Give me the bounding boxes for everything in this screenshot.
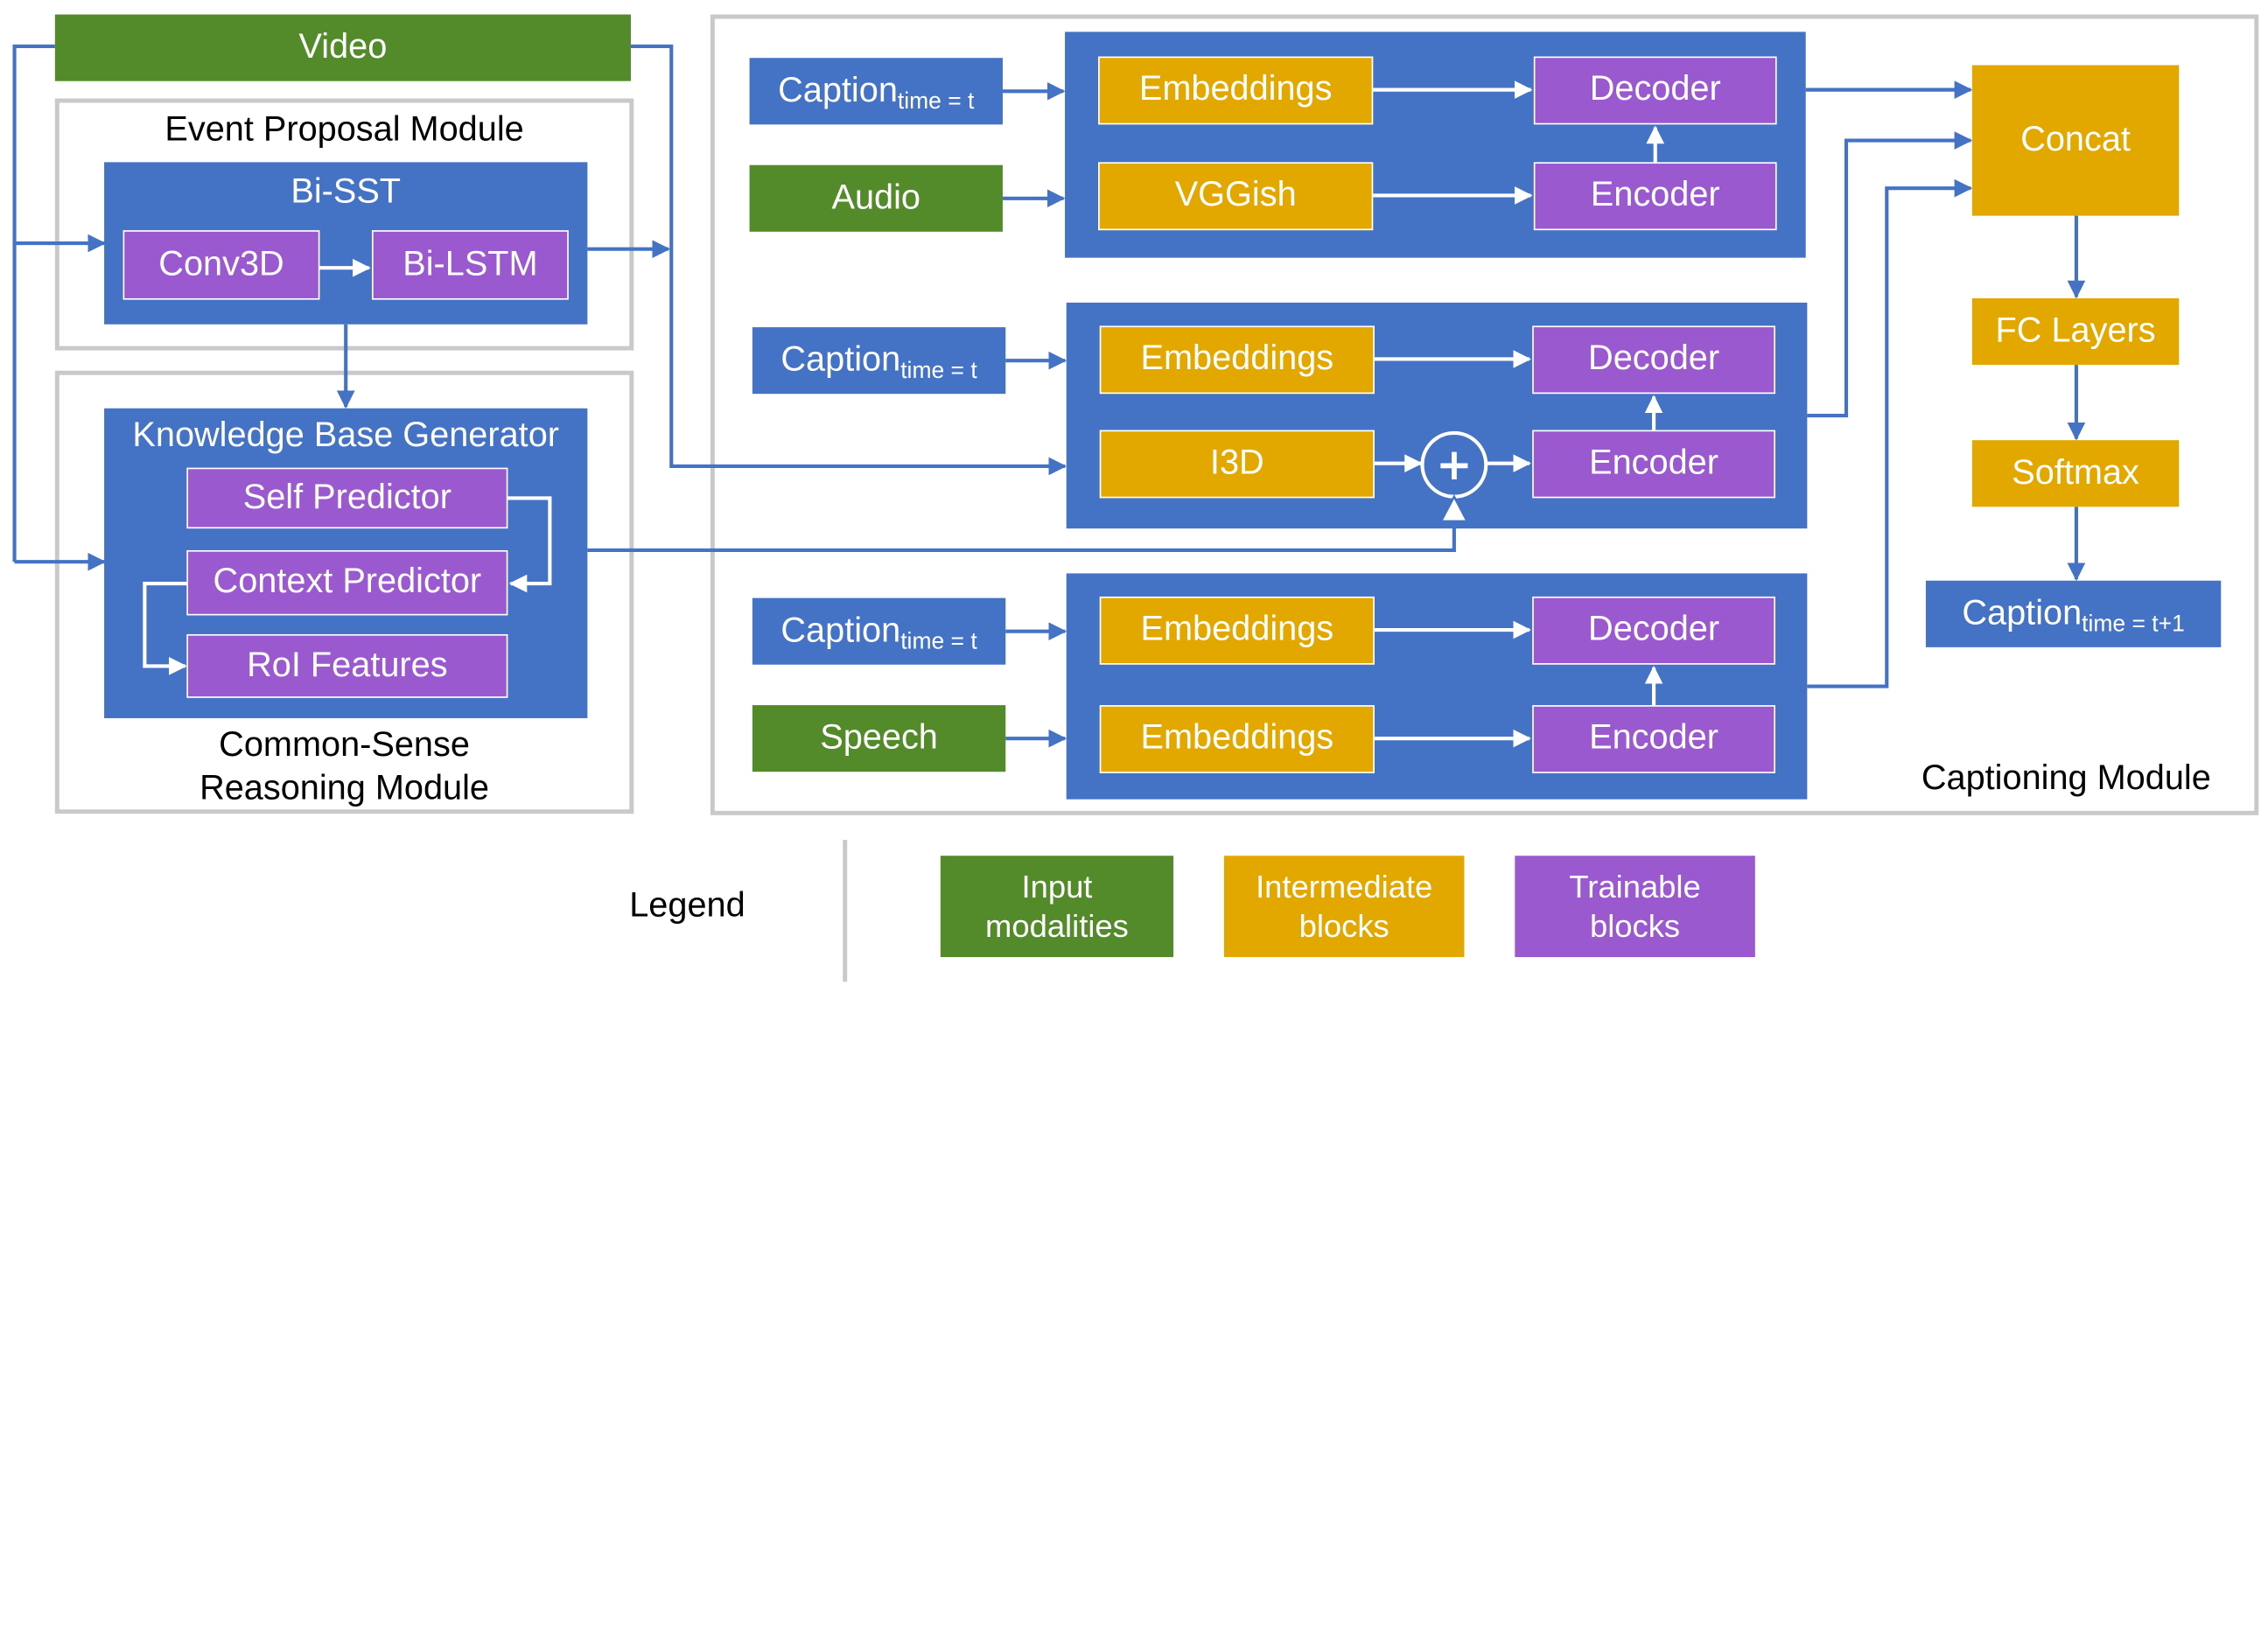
arrow-kbgen-plus — [587, 500, 1456, 553]
sum-node-input-head — [1438, 494, 1469, 523]
roi-features-label: RoI Features — [247, 645, 448, 685]
bilstm-label: Bi-LSTM — [402, 244, 538, 284]
embeddings-block-2: Embeddings — [1099, 325, 1375, 395]
legend-input-l1: Input — [1021, 868, 1093, 905]
fc-layers-block: FC Layers — [1971, 297, 2180, 366]
embeddings-block-4: Embeddings — [1099, 705, 1375, 773]
embeddings-block-3: Embeddings — [1099, 596, 1375, 665]
softmax-label: Softmax — [2012, 452, 2139, 493]
caption-input-2-label: Captiontime = t — [780, 339, 977, 384]
encoder-block-2: Encoder — [1532, 430, 1775, 499]
decoder-block-1: Decoder — [1533, 56, 1777, 125]
embeddings-label-3: Embeddings — [1140, 610, 1334, 650]
caption-main: Caption — [1962, 593, 2082, 632]
embeddings-label-4: Embeddings — [1140, 718, 1334, 758]
vggish-block: VGGish — [1098, 162, 1374, 231]
legend-train-l2: blocks — [1589, 907, 1681, 945]
legend-title: Legend — [629, 885, 746, 926]
caption-input-2: Captiontime = t — [752, 327, 1006, 395]
decoder-block-3: Decoder — [1532, 596, 1775, 665]
arrow-speech-concat — [1807, 178, 1973, 688]
i3d-label: I3D — [1209, 443, 1264, 483]
caption-sub: time = t — [897, 89, 975, 115]
legend-input-modalities: Input modalities — [940, 856, 1174, 958]
audio-input: Audio — [749, 164, 1003, 232]
encoder-label-1: Encoder — [1590, 175, 1720, 215]
roi-features-block: RoI Features — [186, 633, 508, 698]
legend-inter-l2: blocks — [1298, 907, 1390, 945]
caption-main: Caption — [780, 611, 901, 650]
common-sense-title-line1: Common-Sense — [219, 725, 470, 765]
decoder-label-2: Decoder — [1588, 339, 1720, 379]
arrow-context-roi — [143, 581, 187, 675]
bisst-label: Bi-SST — [290, 171, 402, 212]
sum-node-symbol: + — [1436, 439, 1473, 490]
concat-block: Concat — [1971, 65, 2180, 216]
legend-train-l1: Trainable — [1569, 868, 1701, 905]
i3d-block: I3D — [1099, 430, 1375, 499]
caption-main: Caption — [780, 339, 901, 380]
caption-sub: time = t — [900, 359, 977, 384]
encoder-label-3: Encoder — [1589, 718, 1718, 758]
decoder-label-3: Decoder — [1588, 610, 1720, 650]
embeddings-block-1: Embeddings — [1098, 56, 1374, 125]
caption-input-1: Captiontime = t — [749, 58, 1003, 125]
concat-label: Concat — [2020, 120, 2131, 159]
caption-sub: time = t — [900, 629, 977, 654]
conv3d-block: Conv3D — [122, 230, 320, 300]
speech-input: Speech — [752, 705, 1006, 772]
encoder-block-1: Encoder — [1533, 162, 1777, 231]
caption-out-sub: time = t+1 — [2082, 611, 2185, 637]
legend-inter-l1: Intermediate — [1256, 868, 1433, 905]
video-input: Video — [54, 14, 631, 81]
bilstm-block: Bi-LSTM — [371, 230, 569, 300]
encoder-block-3: Encoder — [1532, 705, 1775, 773]
caption-main: Caption — [778, 70, 898, 110]
common-sense-title-line2: Reasoning Module — [200, 768, 490, 808]
arrow-self-context — [508, 496, 552, 593]
caption-input-3-label: Captiontime = t — [780, 611, 977, 654]
decoder-label-1: Decoder — [1589, 69, 1721, 109]
context-predictor-block: Context Predictor — [186, 549, 508, 616]
legend-trainable-blocks: Trainable blocks — [1515, 856, 1755, 958]
speech-label: Speech — [820, 717, 938, 758]
event-proposal-title: Event Proposal Module — [164, 109, 524, 150]
context-predictor-label: Context Predictor — [213, 562, 482, 602]
embeddings-label-1: Embeddings — [1138, 69, 1333, 109]
audio-label: Audio — [831, 178, 920, 217]
fc-layers-label: FC Layers — [1995, 311, 2156, 351]
self-predictor-label: Self Predictor — [242, 477, 452, 517]
common-sense-title: Common-Sense Reasoning Module — [55, 724, 634, 811]
self-predictor-block: Self Predictor — [186, 467, 508, 529]
caption-output-label: Captiontime = t+1 — [1962, 593, 2184, 637]
embeddings-label-2: Embeddings — [1140, 339, 1334, 379]
legend-intermediate-blocks: Intermediate blocks — [1223, 856, 1465, 958]
arrow-video-left — [12, 44, 55, 562]
legend-input-l2: modalities — [985, 907, 1129, 945]
caption-output: Captiontime = t+1 — [1925, 580, 2222, 647]
vggish-label: VGGish — [1174, 175, 1297, 215]
caption-input-3: Captiontime = t — [752, 597, 1006, 665]
kb-generator-label: Knowledge Base Generator — [132, 416, 559, 455]
caption-input-1-label: Captiontime = t — [778, 70, 974, 114]
arrow-visual-concat — [1807, 131, 1973, 418]
softmax-block: Softmax — [1971, 440, 2180, 507]
encoder-label-2: Encoder — [1589, 443, 1718, 483]
decoder-block-2: Decoder — [1532, 325, 1775, 395]
arrow-video-i3d — [630, 44, 1068, 476]
conv3d-label: Conv3D — [158, 244, 284, 284]
captioning-title: Captioning Module — [1921, 758, 2211, 799]
video-label: Video — [298, 27, 388, 66]
connector-arrows: + — [12, 44, 2086, 982]
captioning-module — [710, 14, 2259, 815]
